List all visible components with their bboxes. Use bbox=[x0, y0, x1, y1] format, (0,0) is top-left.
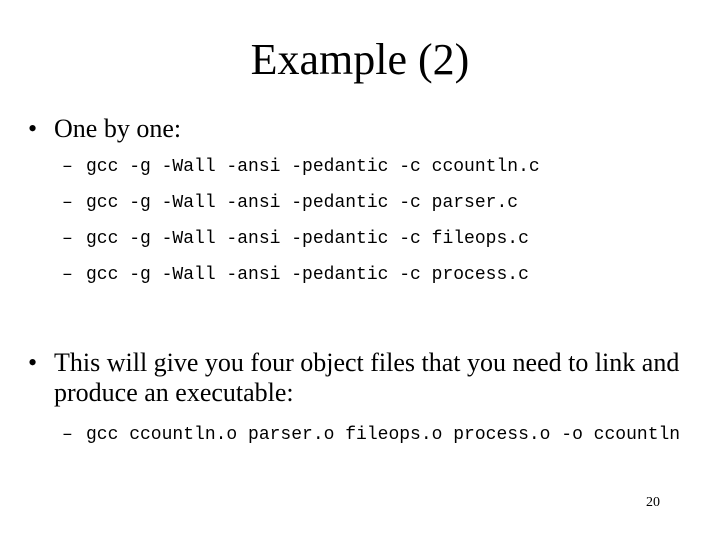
command-line: – gcc -g -Wall -ansi -pedantic -c parser… bbox=[62, 192, 518, 214]
bullet-icon: • bbox=[28, 348, 38, 377]
bullet-item: • This will give you four object files t… bbox=[28, 348, 708, 408]
dash-icon: – bbox=[62, 193, 73, 213]
dash-icon: – bbox=[62, 157, 73, 177]
dash-icon: – bbox=[62, 229, 73, 249]
command-text: gcc -g -Wall -ansi -pedantic -c fileops.… bbox=[86, 229, 529, 249]
dash-icon: – bbox=[62, 425, 73, 445]
command-line: – gcc ccountln.o parser.o fileops.o proc… bbox=[62, 424, 680, 446]
command-line: – gcc -g -Wall -ansi -pedantic -c fileop… bbox=[62, 228, 529, 250]
command-text: gcc -g -Wall -ansi -pedantic -c ccountln… bbox=[86, 157, 540, 177]
bullet-text: This will give you four object files tha… bbox=[54, 348, 680, 407]
slide-title: Example (2) bbox=[250, 35, 470, 84]
command-line: – gcc -g -Wall -ansi -pedantic -c proces… bbox=[62, 264, 529, 286]
command-line: – gcc -g -Wall -ansi -pedantic -c ccount… bbox=[62, 156, 540, 178]
bullet-text: One by one: bbox=[54, 114, 182, 143]
bullet-item: • One by one: bbox=[28, 114, 181, 144]
command-text: gcc ccountln.o parser.o fileops.o proces… bbox=[86, 425, 681, 445]
bullet-icon: • bbox=[28, 114, 38, 143]
command-text: gcc -g -Wall -ansi -pedantic -c process.… bbox=[86, 265, 529, 285]
command-text: gcc -g -Wall -ansi -pedantic -c parser.c bbox=[86, 193, 519, 213]
page-number: 20 bbox=[646, 495, 660, 510]
dash-icon: – bbox=[62, 265, 73, 285]
